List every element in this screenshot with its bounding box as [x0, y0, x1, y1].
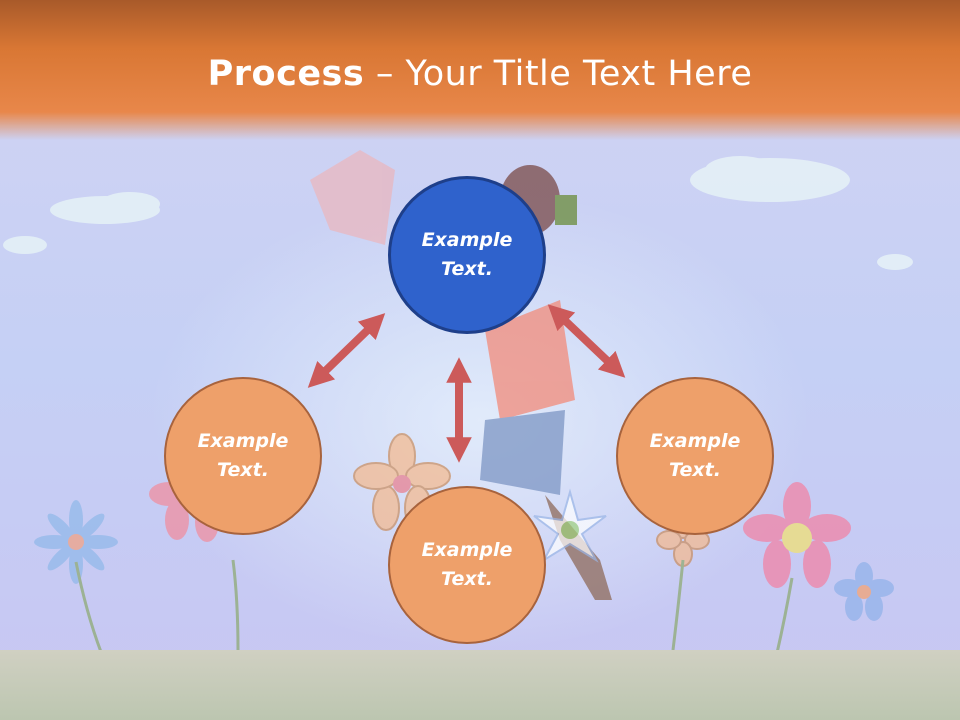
arrow-center-left [307, 313, 386, 388]
title-rest: – Your Title Text Here [364, 54, 753, 94]
clouds [3, 156, 913, 270]
ground [0, 650, 960, 720]
center-node: Example Text. [388, 176, 546, 334]
left-node: Example Text. [164, 377, 322, 535]
arrow-center-right [547, 304, 626, 378]
slide-title: Process – Your Title Text Here [0, 52, 960, 96]
bottom-node-label: Example Text. [421, 539, 513, 590]
center-node-label: Example Text. [421, 229, 513, 280]
left-node-label: Example Text. [197, 430, 289, 481]
title-bold: Process [207, 54, 365, 94]
right-node: Example Text. [616, 377, 774, 535]
bottom-node: Example Text. [388, 486, 546, 644]
title-band [0, 0, 960, 140]
right-node-label: Example Text. [649, 430, 741, 481]
